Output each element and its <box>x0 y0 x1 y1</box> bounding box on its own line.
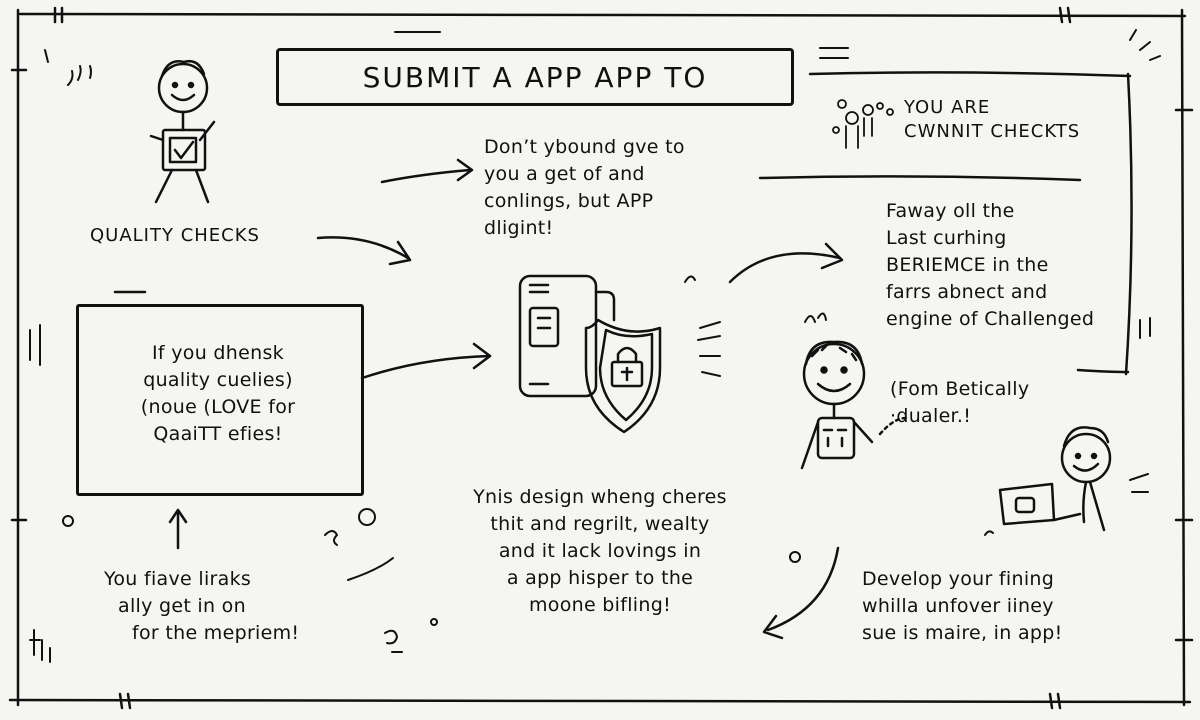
fom-note: (Fom Betically ·dualer.! <box>890 376 1029 430</box>
outer-frame <box>8 6 1194 710</box>
note-line: Ynis design wheng cheres <box>473 486 727 508</box>
arrow-to-right-block <box>728 252 842 284</box>
note-line: Faway oll the <box>886 200 1015 222</box>
arrow-from-box <box>360 354 492 380</box>
note-line: (Fom Betically <box>890 378 1030 400</box>
divider-lines <box>113 71 1133 376</box>
you-are-note: YOU ARE CWNNIT CHECKTS <box>904 96 1080 144</box>
bottom-center-note: Ynis design wheng cheres thit and regril… <box>420 484 780 619</box>
note-line: BERIEMCE in the <box>886 254 1049 276</box>
note-line: ·dualer.! <box>890 405 972 427</box>
note-line: ally get in on <box>118 595 246 617</box>
note-line: whilla unfover iiney <box>862 595 1054 617</box>
note-line: dligint! <box>484 217 554 239</box>
note-line: quality cuelies) <box>143 369 293 391</box>
arrows <box>168 158 908 640</box>
right-block-note: Faway oll the Last curhing BERIEMCE in t… <box>886 198 1094 333</box>
top-center-note: Don’t ybound gve to you a get of and con… <box>484 134 685 242</box>
note-line: a app hisper to the <box>506 567 694 589</box>
shield-lock-icon <box>584 318 662 434</box>
group-people-icon <box>832 99 894 149</box>
note-line: for the mepriem! <box>132 622 300 644</box>
note-line: CWNNIT CHECKTS <box>904 121 1081 142</box>
note-line: conlings, but APP <box>484 190 654 212</box>
arrow-from-quality-checks <box>316 236 410 260</box>
page-title: SUBMIT A APP APP TO <box>276 48 794 106</box>
note-line: and it lack lovings in <box>498 540 702 562</box>
note-line: Don’t ybound gve to <box>484 136 685 158</box>
note-line: (noue (LOVE for <box>140 396 296 418</box>
person-with-laptop-icon <box>998 426 1112 532</box>
note-line: Develop your fining <box>862 568 1055 590</box>
smiling-person-icon <box>800 340 874 470</box>
arrow-to-top-note <box>380 168 472 184</box>
note-line: moone bifling! <box>528 594 672 616</box>
note-line: You fiave liraks <box>104 568 252 590</box>
phone-icon <box>518 274 616 398</box>
note-line: sue is maire, in app! <box>862 622 1063 644</box>
note-line: If you dhensk <box>152 342 284 364</box>
note-line: you a get of and <box>484 163 645 185</box>
arrow-to-bottom-center <box>766 546 840 632</box>
note-line: YOU ARE <box>904 97 991 118</box>
arrow-to-fom <box>878 416 908 436</box>
boxed-note: If you dhensk quality cuelies) (noue (LO… <box>90 340 346 448</box>
note-line: QaaiTT efies! <box>153 423 283 445</box>
note-line: thit and regrilt, wealty <box>490 513 710 535</box>
decorative-marks <box>29 29 1161 663</box>
note-line: engine of Challenged <box>886 308 1095 330</box>
person-with-checkbox-icon <box>149 60 216 204</box>
note-line: Last curhing <box>886 227 1007 249</box>
quality-checks-label: QUALITY CHECKS <box>90 225 260 246</box>
bottom-right-note: Develop your fining whilla unfover iiney… <box>862 566 1063 647</box>
bottom-left-note: You fiave liraks ally get in on for the … <box>104 566 299 647</box>
quality-note-box <box>76 304 364 496</box>
note-line: farrs abnect and <box>886 281 1048 303</box>
